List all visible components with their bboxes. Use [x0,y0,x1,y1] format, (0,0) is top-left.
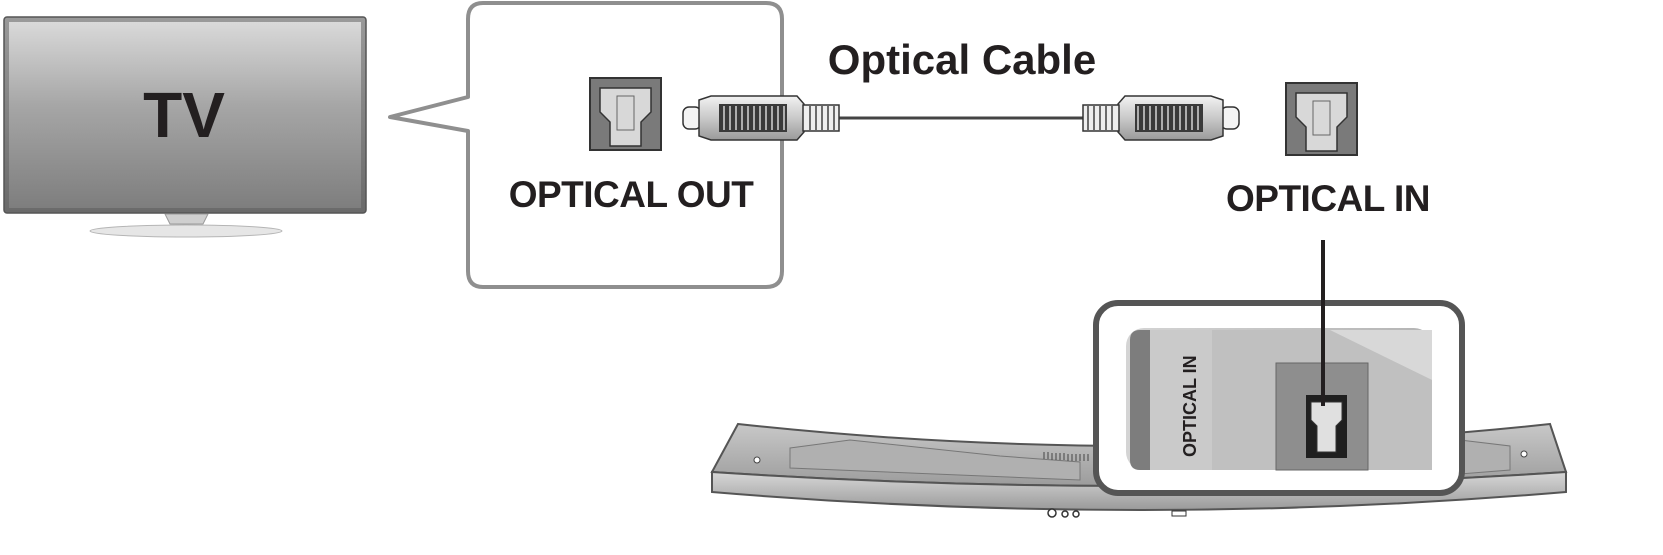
tv-stand-base [89,224,283,238]
soundbar-vent [1043,452,1089,461]
soundbar-led-left [753,456,761,464]
soundbar-detail-zoom: OPTICAL IN [1093,300,1465,496]
tv-stand-neck [164,213,209,225]
optical-out-port [589,77,662,151]
tv: TV [3,16,367,238]
optical-out-label: OPTICAL OUT [509,174,754,215]
soundbar-buttons [1047,508,1080,518]
optical-cable-connector-right [1082,95,1240,141]
tv-screen [9,22,361,208]
soundbar-led-right [1520,450,1528,458]
optical-cable-label: Optical Cable [828,36,1096,83]
connector-grip [719,104,787,132]
optical-in-port [1285,82,1358,156]
soundbar-indicator [1171,510,1187,517]
tv-label: TV [143,79,225,151]
optical-cable-connector-left [682,95,840,141]
soundbar-recess-right [1459,439,1511,475]
soundbar-recess-left [789,439,1081,481]
soundbar-panel-label: OPTICAL IN [1180,355,1200,457]
optical-in-label: OPTICAL IN [1226,178,1430,219]
callout-bubble [388,1,784,289]
